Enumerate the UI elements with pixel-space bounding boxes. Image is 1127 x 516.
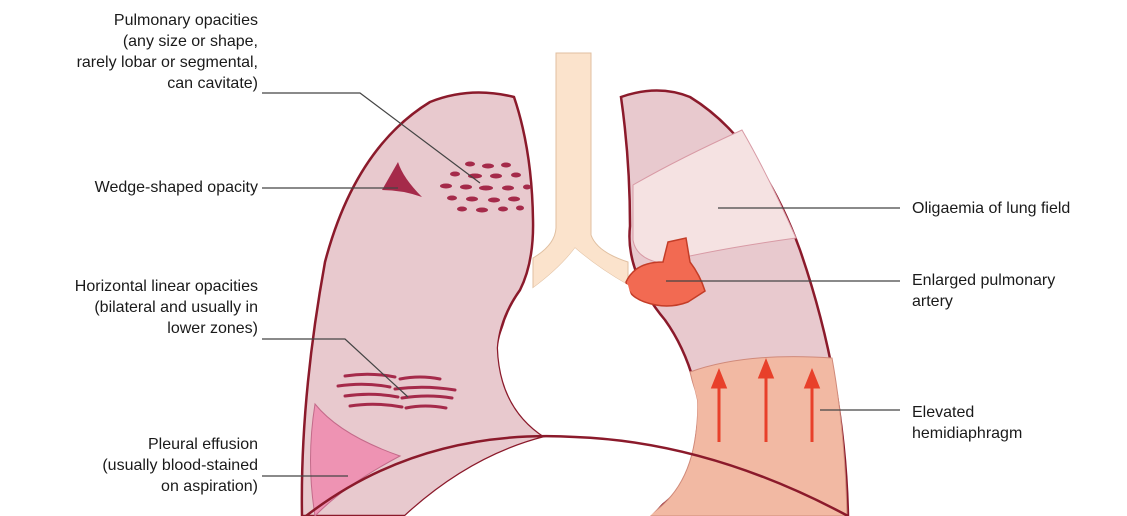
label-pulmonary-opacities: Pulmonary opacities (any size or shape, … [77,10,258,94]
label-enlarged-artery: Enlarged pulmonary artery [912,270,1055,312]
label-pleural-effusion: Pleural effusion (usually blood-stained … [102,434,258,497]
label-wedge-opacity: Wedge-shaped opacity [95,177,258,198]
label-oligaemia: Oligaemia of lung field [912,198,1070,219]
label-elevated-hemidiaphragm: Elevated hemidiaphragm [912,402,1022,444]
label-horizontal-linear: Horizontal linear opacities (bilateral a… [75,276,258,339]
